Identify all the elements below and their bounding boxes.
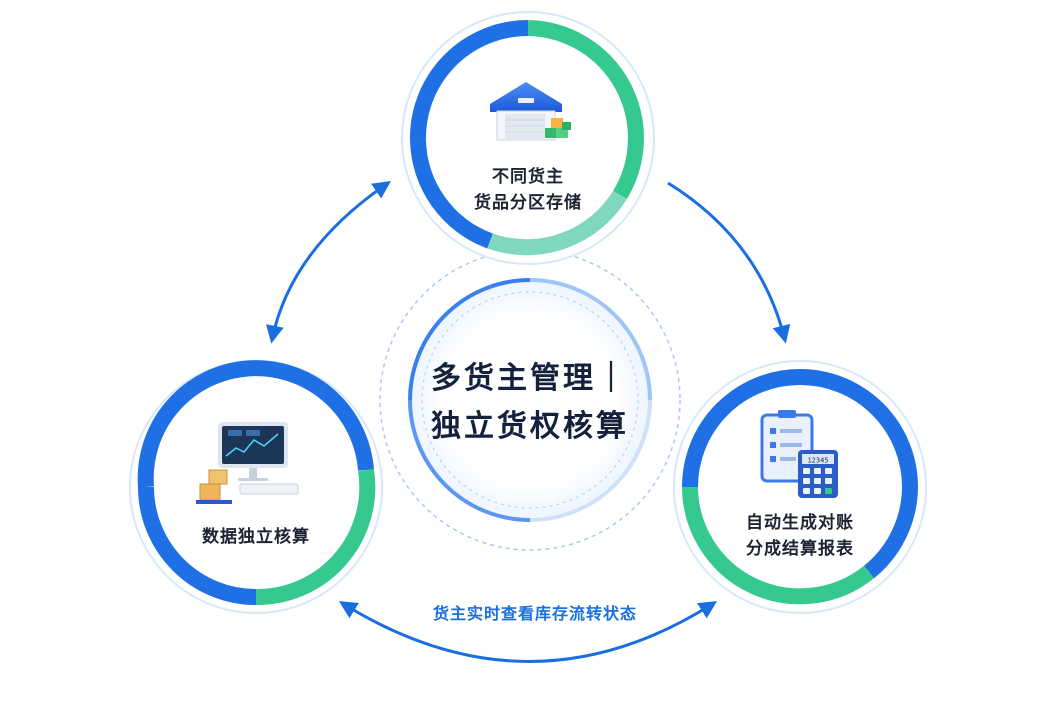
node-top-label: 不同货主 货品分区存储 [428, 164, 628, 216]
calculator-display: 12345 [807, 457, 828, 465]
node-top-line1: 不同货主 [492, 167, 564, 187]
node-right: 12345 [673, 360, 927, 614]
center-title-line2: 独立货权核算 [431, 409, 629, 444]
bottom-caption: 货主实时查看库存流转状态 [432, 604, 637, 623]
computer-with-boxes-icon [196, 422, 299, 504]
center-title-line1: 多货主管理｜ [431, 361, 629, 396]
warehouse-icon [490, 82, 571, 141]
node-right-line2: 分成结算报表 [746, 539, 854, 559]
node-left [129, 360, 383, 614]
center-hub [379, 249, 681, 551]
clipboard-calculator-icon: 12345 [760, 410, 838, 498]
arrow-bottom [338, 601, 718, 663]
arrow-top-right [667, 181, 791, 344]
center-title: 多货主管理｜ 独立货权核算 [380, 355, 680, 451]
node-left-line1: 数据独立核算 [202, 527, 310, 547]
node-left-label: 数据独立核算 [156, 524, 356, 550]
node-right-label: 自动生成对账 分成结算报表 [700, 510, 900, 562]
node-right-line1: 自动生成对账 [746, 513, 854, 533]
node-top-line2: 货品分区存储 [474, 193, 582, 213]
node-top [401, 11, 655, 265]
arrow-left-top [266, 180, 391, 344]
